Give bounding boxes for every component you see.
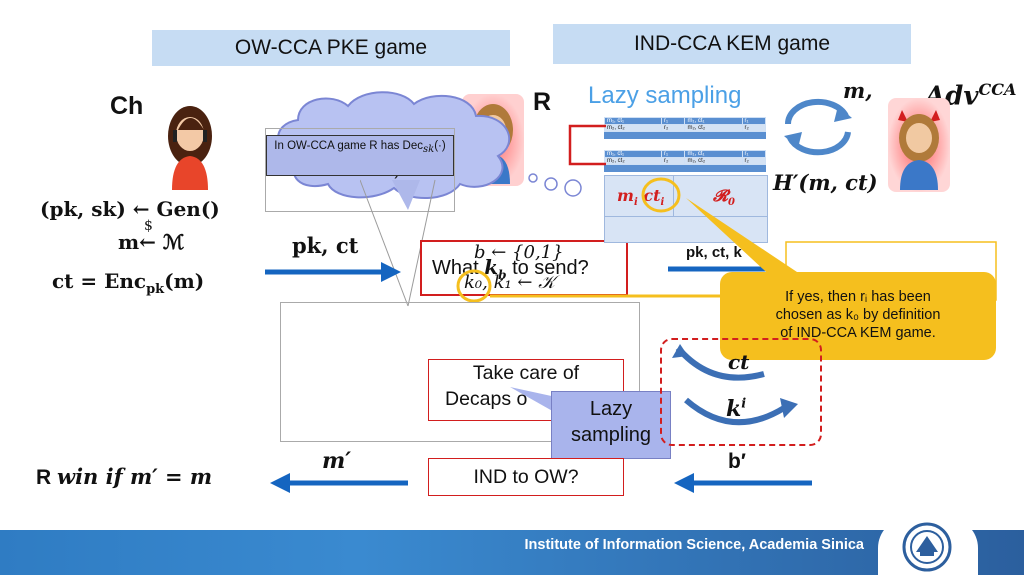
message-label: m, — [843, 78, 873, 103]
arrow-r-to-adv-icon — [668, 266, 768, 272]
cell: m₂, ct₂ — [603, 124, 663, 132]
footer-bar: Institute of Information Science, Academ… — [0, 530, 1024, 575]
r-win-text: win if m′ = m — [57, 464, 213, 489]
dollar-sign: $ — [144, 218, 153, 234]
pk-ct-label: pk, ct — [292, 233, 359, 258]
cycle-arrows-icon — [784, 98, 852, 156]
cell: m₂, ct₂ — [684, 157, 743, 165]
challenger-avatar-icon — [168, 106, 212, 190]
cloud-tail: (·) — [434, 140, 446, 152]
what-to-send-box — [420, 240, 628, 296]
academia-sinica-logo-icon — [902, 522, 952, 572]
hash-query-label: H′(m, ct) — [773, 170, 878, 195]
k0-highlight-circle-icon — [456, 269, 492, 303]
arrow-ch-to-r-icon — [265, 262, 401, 282]
cell: m₂, ct₂ — [603, 157, 663, 165]
cti-label-text: ct — [728, 350, 750, 374]
arrow-r-to-ch-icon — [270, 473, 408, 493]
lazy-sampling-title: Lazy sampling — [588, 82, 742, 109]
take-care-line-1: Take care of — [472, 362, 580, 384]
cloud-backing-box — [265, 128, 455, 212]
cti-sub: i — [660, 197, 665, 209]
cell: r₂ — [661, 124, 686, 132]
cell: r₂ — [661, 157, 686, 165]
cell: m₁, ct₁ — [684, 117, 743, 125]
lazy-table-1: m₁, ct₁ r₁ m₁, ct₁ r₁ m₂, ct₂ r₂ m₂, ct₂… — [603, 117, 767, 132]
cloud-text-box: In OW-CCA game R has Decsk(·) — [266, 135, 454, 176]
enc-text: ct = Enc — [52, 269, 147, 293]
highlight-r0: 𝓡0 — [713, 186, 735, 208]
enc-tail: (m) — [164, 269, 205, 293]
adversary-avatar-icon — [888, 98, 950, 192]
cell: r₁ — [661, 117, 686, 125]
cell: r₁ — [741, 117, 767, 125]
lazy-highlight-row: mi cti 𝓡0 — [604, 175, 768, 243]
lazy-highlight-divider — [673, 176, 674, 216]
cloud-tail-icon — [528, 173, 582, 197]
lazy-table-mid: m₁, ct₁ r₁ m₁, ct₁ r₁ m₂, ct₂ r₂ m₂, ct₂… — [603, 150, 767, 172]
r0-sub: 0 — [727, 197, 735, 209]
lazy-table-2: m₁, ct₁ r₁ m₁, ct₁ r₁ m₂, ct₂ r₂ m₂, ct₂… — [603, 150, 767, 165]
lazy-box-pointer-icon — [510, 387, 556, 413]
cell: m₁, ct₁ — [684, 150, 743, 158]
r-win-prefix: R — [36, 466, 57, 489]
ki-label-text: k — [726, 396, 742, 422]
adv-sup: CCA — [978, 80, 1017, 99]
lazy-box-line-2: sampling — [570, 424, 652, 446]
footer-text: Institute of Information Science, Academ… — [524, 537, 864, 553]
cell: m₁, ct₁ — [603, 150, 663, 158]
ind-to-ow-box: IND to OW? — [428, 458, 624, 496]
pk-ct-k-label: pk, ct, k — [686, 244, 742, 261]
cell: m₂, ct₂ — [684, 124, 743, 132]
keygen-formula: (pk, sk) ← Gen() — [40, 197, 220, 221]
yellow-callout-box: If yes, then rᵢ has been chosen as k₀ by… — [720, 272, 996, 360]
lazy-sampling-box: Lazy sampling — [551, 391, 671, 459]
ind-cca-header: IND-CCA KEM game — [553, 24, 911, 64]
b-prime-label: b′ — [728, 450, 746, 473]
lazy-highlight-divider-h — [605, 216, 767, 217]
mi-sub: i — [633, 197, 638, 209]
take-care-line-2: Decaps o — [445, 388, 528, 410]
middle-grey-box — [280, 302, 640, 442]
cell: m₁, ct₁ — [603, 117, 663, 125]
yellow-callout-pointer-icon — [686, 198, 830, 294]
ki-label-sup: i — [741, 396, 747, 412]
cloud-sub: sk — [423, 144, 435, 155]
m-prime-label: m′ — [322, 448, 352, 474]
callout-line-2: chosen as k₀ by definition — [775, 307, 941, 323]
callout-line-3: of IND-CCA KEM game. — [780, 325, 936, 341]
message-sample-formula: m← ℳ — [118, 230, 185, 254]
r-win-condition: R win if m′ = m — [36, 464, 212, 490]
enc-sub: pk — [146, 282, 165, 297]
ow-cca-header: OW-CCA PKE game — [152, 30, 510, 66]
b-sample: b ← {0,1} — [474, 242, 564, 263]
cell: r₁ — [661, 150, 686, 158]
challenger-label: Ch — [110, 92, 144, 120]
mi-text: m — [617, 186, 634, 205]
to-send-text: to send? — [512, 257, 589, 279]
cti-label: ct — [728, 350, 749, 374]
decaps-arrows-icon — [672, 344, 798, 426]
kb-text: k — [484, 255, 499, 279]
arrow-adv-to-r-icon — [674, 473, 812, 493]
cloud-text: In OW-CCA game R has Dec — [274, 140, 423, 152]
cti-highlight-circle-icon — [641, 177, 681, 213]
kb-sub: b — [498, 268, 507, 282]
highlight-mi: mi cti — [617, 186, 664, 208]
r0-text: 𝓡 — [713, 186, 728, 205]
cti-text: ct — [643, 186, 661, 205]
ki-label: ki — [726, 396, 746, 422]
lazy-table-top: m₁, ct₁ r₁ m₁, ct₁ r₁ m₂, ct₂ r₂ m₂, ct₂… — [603, 117, 767, 139]
encrypt-formula: ct = Encpk(m) — [52, 269, 204, 297]
adversary-label: AdvCCA — [925, 80, 1016, 112]
cell: r₁ — [741, 150, 767, 158]
cell: r₂ — [741, 124, 767, 132]
red-bracket-icon — [568, 124, 606, 166]
reduction-label: R — [533, 88, 552, 116]
decaps-dashed-box — [660, 338, 822, 446]
callout-line-1: If yes, then rᵢ has been — [785, 289, 931, 305]
lazy-box-line-1: Lazy — [589, 398, 633, 420]
cell: r₂ — [741, 157, 767, 165]
